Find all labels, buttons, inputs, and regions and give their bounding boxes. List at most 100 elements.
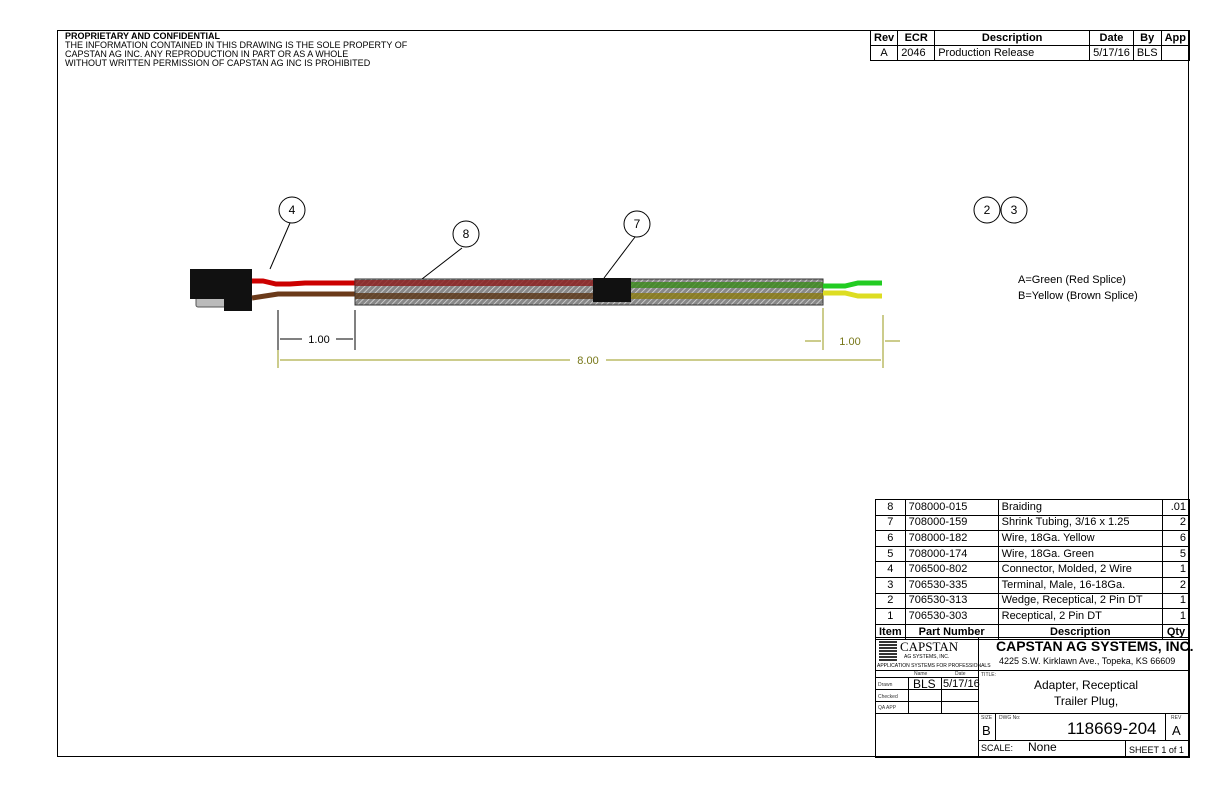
size-cell (978, 713, 996, 741)
part-number-cell: 706530-313 (904, 592, 999, 610)
qty-header: Qty (1162, 623, 1190, 641)
date-label: Date (955, 671, 966, 677)
item-cell: 1 (875, 608, 906, 625)
item-header: Item (875, 623, 906, 641)
by-cell: BLS (1132, 45, 1162, 61)
note-a: A=Green (Red Splice) (1018, 274, 1126, 286)
shrink-tubing (593, 278, 631, 302)
notice-title: PROPRIETARY AND CONFIDENTIAL (65, 31, 221, 41)
dimension-overall (277, 308, 900, 368)
revision-row: A 2046 Production Release 5/17/16 BLS (869, 45, 1191, 61)
dwg-number: 118669-204 (1067, 719, 1157, 738)
ecr-cell: 2046 (897, 45, 936, 61)
logo-area: CAPSTAN AG SYSTEMS, INC. APPLICATION SYS… (875, 637, 991, 671)
app-cell (1160, 45, 1191, 61)
notice-line: WITHOUT WRITTEN PERMISSION OF CAPSTAN AG… (65, 58, 371, 68)
qty-cell: 1 (1162, 608, 1190, 625)
balloon-leaders (269, 196, 1028, 280)
description-cell: Wire, 18Ga. Green (997, 545, 1164, 563)
dimension-label: 1.00 (308, 334, 329, 346)
revision-table: Rev ECR Description Date By App A 2046 P… (869, 30, 1191, 61)
yellow-wire (823, 290, 882, 299)
rev-label: REV (1171, 715, 1182, 721)
brown-wire (251, 291, 355, 301)
item-cell: 2 (875, 592, 906, 610)
part-number-header: Part Number (904, 623, 999, 641)
scale-value: None (1028, 740, 1057, 754)
rev-value: A (1172, 723, 1181, 738)
item-cell: 8 (875, 499, 906, 516)
qty-cell: 1 (1162, 561, 1190, 578)
description-cell: Receptical, 2 Pin DT (997, 608, 1164, 625)
title-label: TITLE: (981, 672, 997, 678)
name-label: Name (914, 671, 928, 677)
dimension-label: 8.00 (577, 355, 598, 367)
drawn-date: 5/17/16 (943, 678, 980, 690)
part-number-cell: 708000-159 (904, 514, 999, 532)
item-cell: 3 (875, 576, 906, 594)
sheet-border (57, 30, 1189, 757)
rev-cell: A (869, 45, 899, 61)
red-wire (252, 278, 355, 287)
checked-label: Checked (878, 694, 898, 700)
company-address: 4225 S.W. Kirklawn Ave., Topeka, KS 6660… (999, 656, 1176, 666)
qty-cell: 1 (1162, 592, 1190, 610)
description-cell: Wire, 18Ga. Yellow (997, 530, 1164, 547)
item-cell: 6 (875, 530, 906, 547)
description-cell: Shrink Tubing, 3/16 x 1.25 (997, 514, 1164, 532)
balloon-label: 2 (984, 203, 991, 217)
balloon-2 (973, 196, 1001, 224)
balloon-7 (623, 210, 651, 238)
balloon-4 (278, 196, 306, 224)
drawn-label: Drawn (878, 682, 893, 688)
qty-cell: .01 (1162, 499, 1190, 516)
drawn-name: BLS (913, 677, 936, 691)
qty-cell: 2 (1162, 576, 1190, 594)
description-header: Description (997, 623, 1164, 641)
description-cell: Braiding (997, 499, 1164, 516)
balloon-label: 8 (463, 227, 470, 241)
notice-line: CAPSTAN AG INC. ANY REPRODUCTION IN PART… (65, 49, 349, 59)
part-number-cell: 706500-802 (904, 561, 999, 578)
logo-tagline: APPLICATION SYSTEMS FOR PROFESSIONALS (877, 663, 991, 669)
qty-cell: 2 (1162, 514, 1190, 532)
molded-connector (190, 269, 252, 311)
logo-sub: AG SYSTEMS, INC. (904, 654, 950, 660)
capstan-logo-icon (879, 641, 897, 661)
company-name: CAPSTAN AG SYSTEMS, INC. (996, 638, 1194, 654)
logo-name: CAPSTAN (900, 639, 959, 654)
qty-cell: 6 (1162, 530, 1190, 547)
item-cell: 7 (875, 514, 906, 532)
note-b: B=Yellow (Brown Splice) (1018, 290, 1138, 302)
part-number-cell: 708000-174 (904, 545, 999, 563)
part-number-cell: 708000-015 (904, 499, 999, 516)
part-number-cell: 708000-182 (904, 530, 999, 547)
balloon-label: 7 (634, 217, 641, 231)
date-cell: 5/17/16 (1089, 45, 1134, 61)
description-cell: Wedge, Receptical, 2 Pin DT (997, 592, 1164, 610)
balloon-3 (1000, 196, 1028, 224)
dwg-label: DWG No: (999, 715, 1021, 721)
part-number-cell: 706530-335 (904, 576, 999, 594)
qa-label: QA APP (878, 705, 897, 711)
description-cell: Terminal, Male, 16-18Ga. (997, 576, 1164, 594)
size-value: B (982, 723, 991, 738)
size-label: SIZE (981, 715, 993, 721)
green-wire (823, 280, 882, 289)
balloon-label: 4 (289, 203, 296, 217)
title-line-2: Trailer Plug, (1054, 694, 1119, 708)
notice-line: THE INFORMATION CONTAINED IN THIS DRAWIN… (65, 40, 408, 50)
ecr-header: ECR (897, 30, 936, 46)
qty-cell: 5 (1162, 545, 1190, 563)
